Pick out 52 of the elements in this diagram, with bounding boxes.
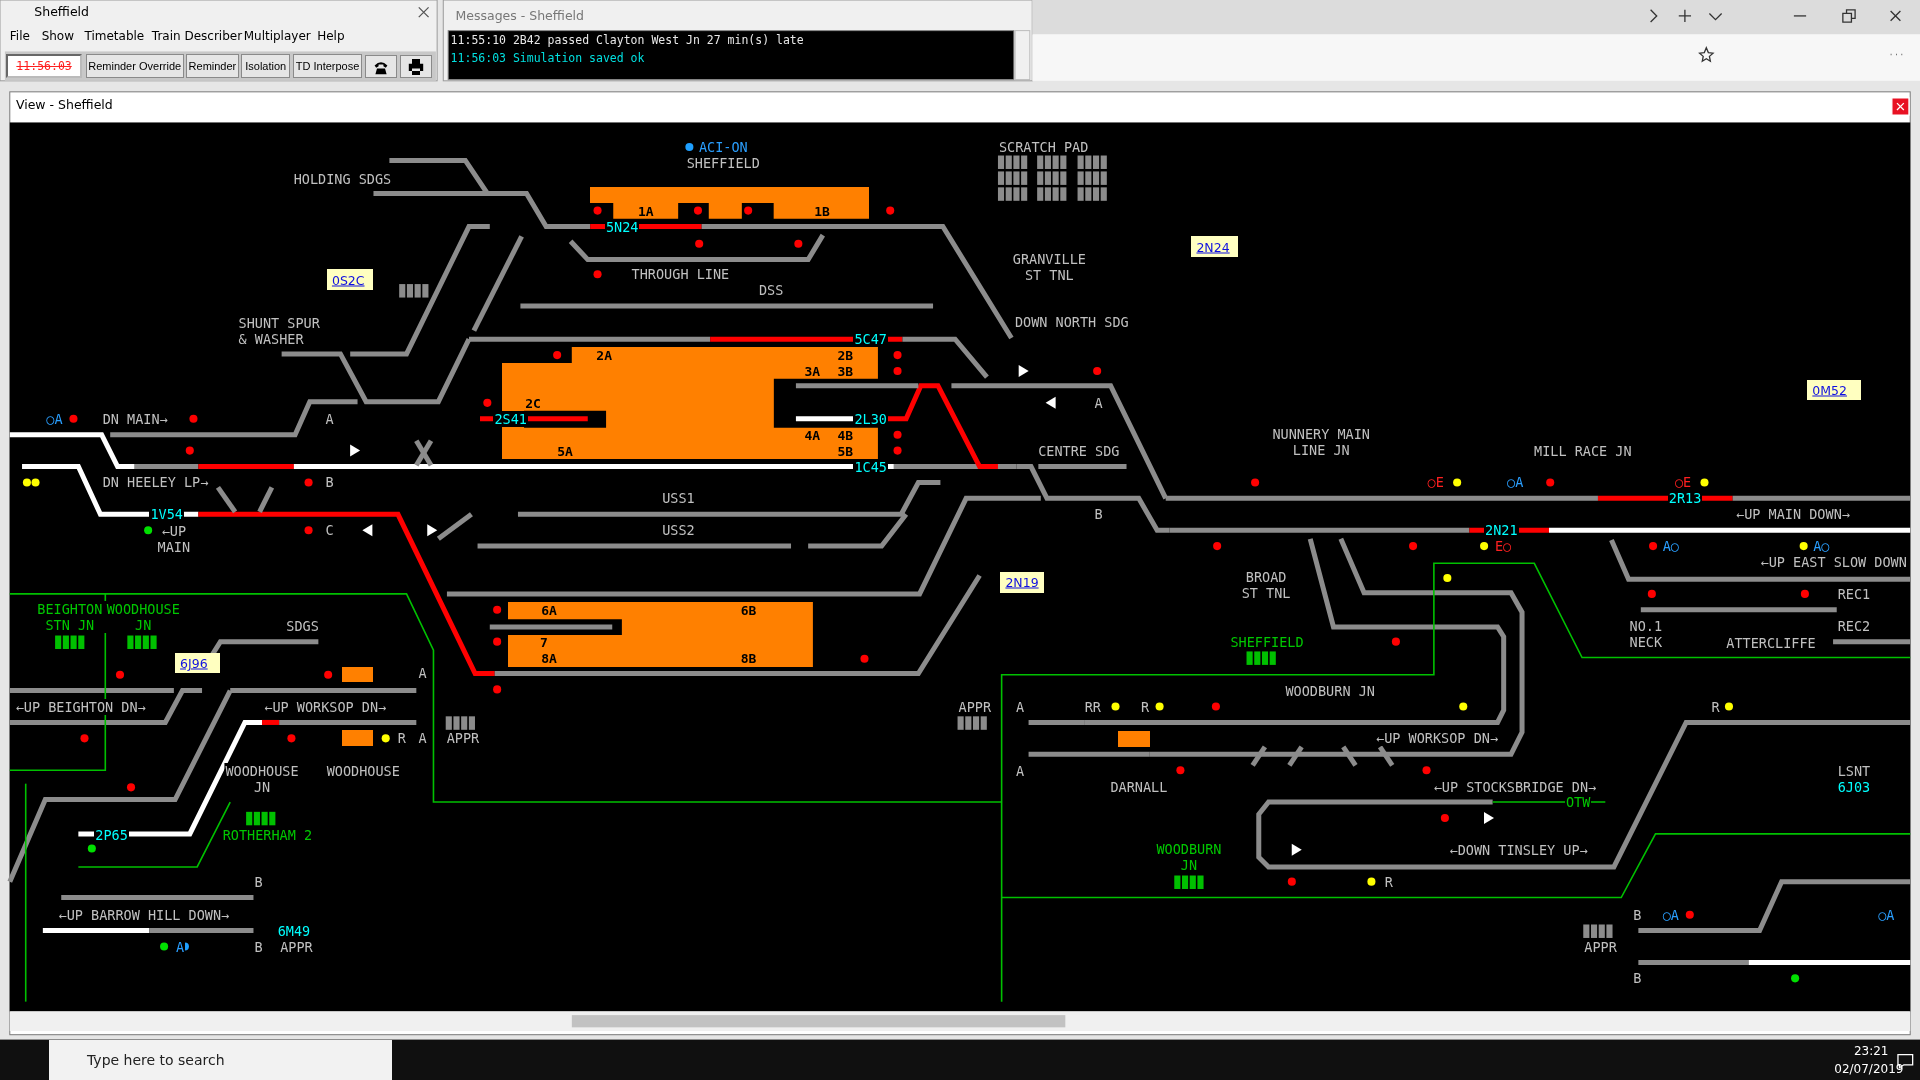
menu-item: Train Describer bbox=[151, 27, 243, 44]
isolation-button: Isolation bbox=[241, 54, 291, 79]
menu-item: File bbox=[9, 27, 30, 44]
menu-item: Help bbox=[317, 27, 345, 44]
menu-item: Timetable bbox=[84, 27, 145, 44]
platform-number: 2A bbox=[596, 347, 612, 363]
platform-number: 8A bbox=[541, 650, 557, 666]
message-line: 11:55:10 2B42 passed Clayton West Jn 27 min(s) late bbox=[450, 33, 804, 48]
window-title: Messages - Sheffield bbox=[455, 7, 584, 24]
platform-number: 3A bbox=[804, 363, 821, 379]
menu-item: Show bbox=[41, 27, 74, 44]
platform-number: 3B bbox=[837, 363, 854, 379]
window-title: Sheffield bbox=[34, 4, 89, 21]
platform-number: 6B bbox=[740, 602, 757, 618]
date-label: 02/07/2019 bbox=[1834, 1061, 1904, 1077]
menu-item: Multiplayer bbox=[243, 27, 311, 44]
platform-number: 7 bbox=[540, 634, 548, 650]
reminder-button: Reminder bbox=[186, 54, 239, 79]
platform-block bbox=[1117, 731, 1150, 747]
clock-button: 11:56:03 bbox=[6, 54, 82, 79]
junction-label: WOODHOUSE JN bbox=[224, 762, 300, 795]
berth-tag bbox=[1000, 571, 1045, 593]
line-label: ←UP WORKSOP DN→ bbox=[1375, 730, 1499, 747]
platform-number: 4B bbox=[837, 427, 854, 443]
berth-tag bbox=[1191, 236, 1238, 258]
platform-number: 1A bbox=[637, 203, 654, 219]
platform-number: 2C bbox=[525, 395, 541, 411]
platform-number: 4A bbox=[804, 427, 821, 443]
berth-code: 0S2C bbox=[331, 272, 365, 288]
clock-label: 23:21 bbox=[1853, 1043, 1889, 1059]
berth-tag bbox=[175, 652, 221, 674]
berth-code: 2N24 bbox=[1196, 239, 1230, 255]
berth-tag bbox=[326, 269, 374, 291]
berth-tag bbox=[1807, 379, 1862, 401]
platform-number: 5B bbox=[837, 443, 854, 459]
berth-code: 0M52 bbox=[1812, 382, 1847, 398]
platform-number: 5A bbox=[557, 443, 573, 459]
platform-number: 2B bbox=[837, 347, 854, 363]
message-line: 11:56:03 Simulation saved ok bbox=[450, 50, 645, 65]
signal-code-label: ○A bbox=[1506, 474, 1525, 491]
reminder-override-button: Reminder Override bbox=[85, 54, 184, 79]
platform-block bbox=[508, 602, 814, 668]
search-field: Type here to search bbox=[48, 1039, 392, 1080]
platform-number: 8B bbox=[740, 650, 757, 666]
window-title: View - Sheffield bbox=[15, 97, 113, 114]
platform-block bbox=[341, 667, 374, 683]
signal-code-label: A○ bbox=[1812, 538, 1831, 555]
platform-number: 6A bbox=[541, 602, 557, 618]
td-interpose-button: TD Interpose bbox=[292, 54, 363, 79]
berth-code: 2N19 bbox=[1005, 574, 1039, 590]
platform-number: 1B bbox=[814, 203, 830, 219]
berth-code: 6J96 bbox=[180, 655, 208, 671]
